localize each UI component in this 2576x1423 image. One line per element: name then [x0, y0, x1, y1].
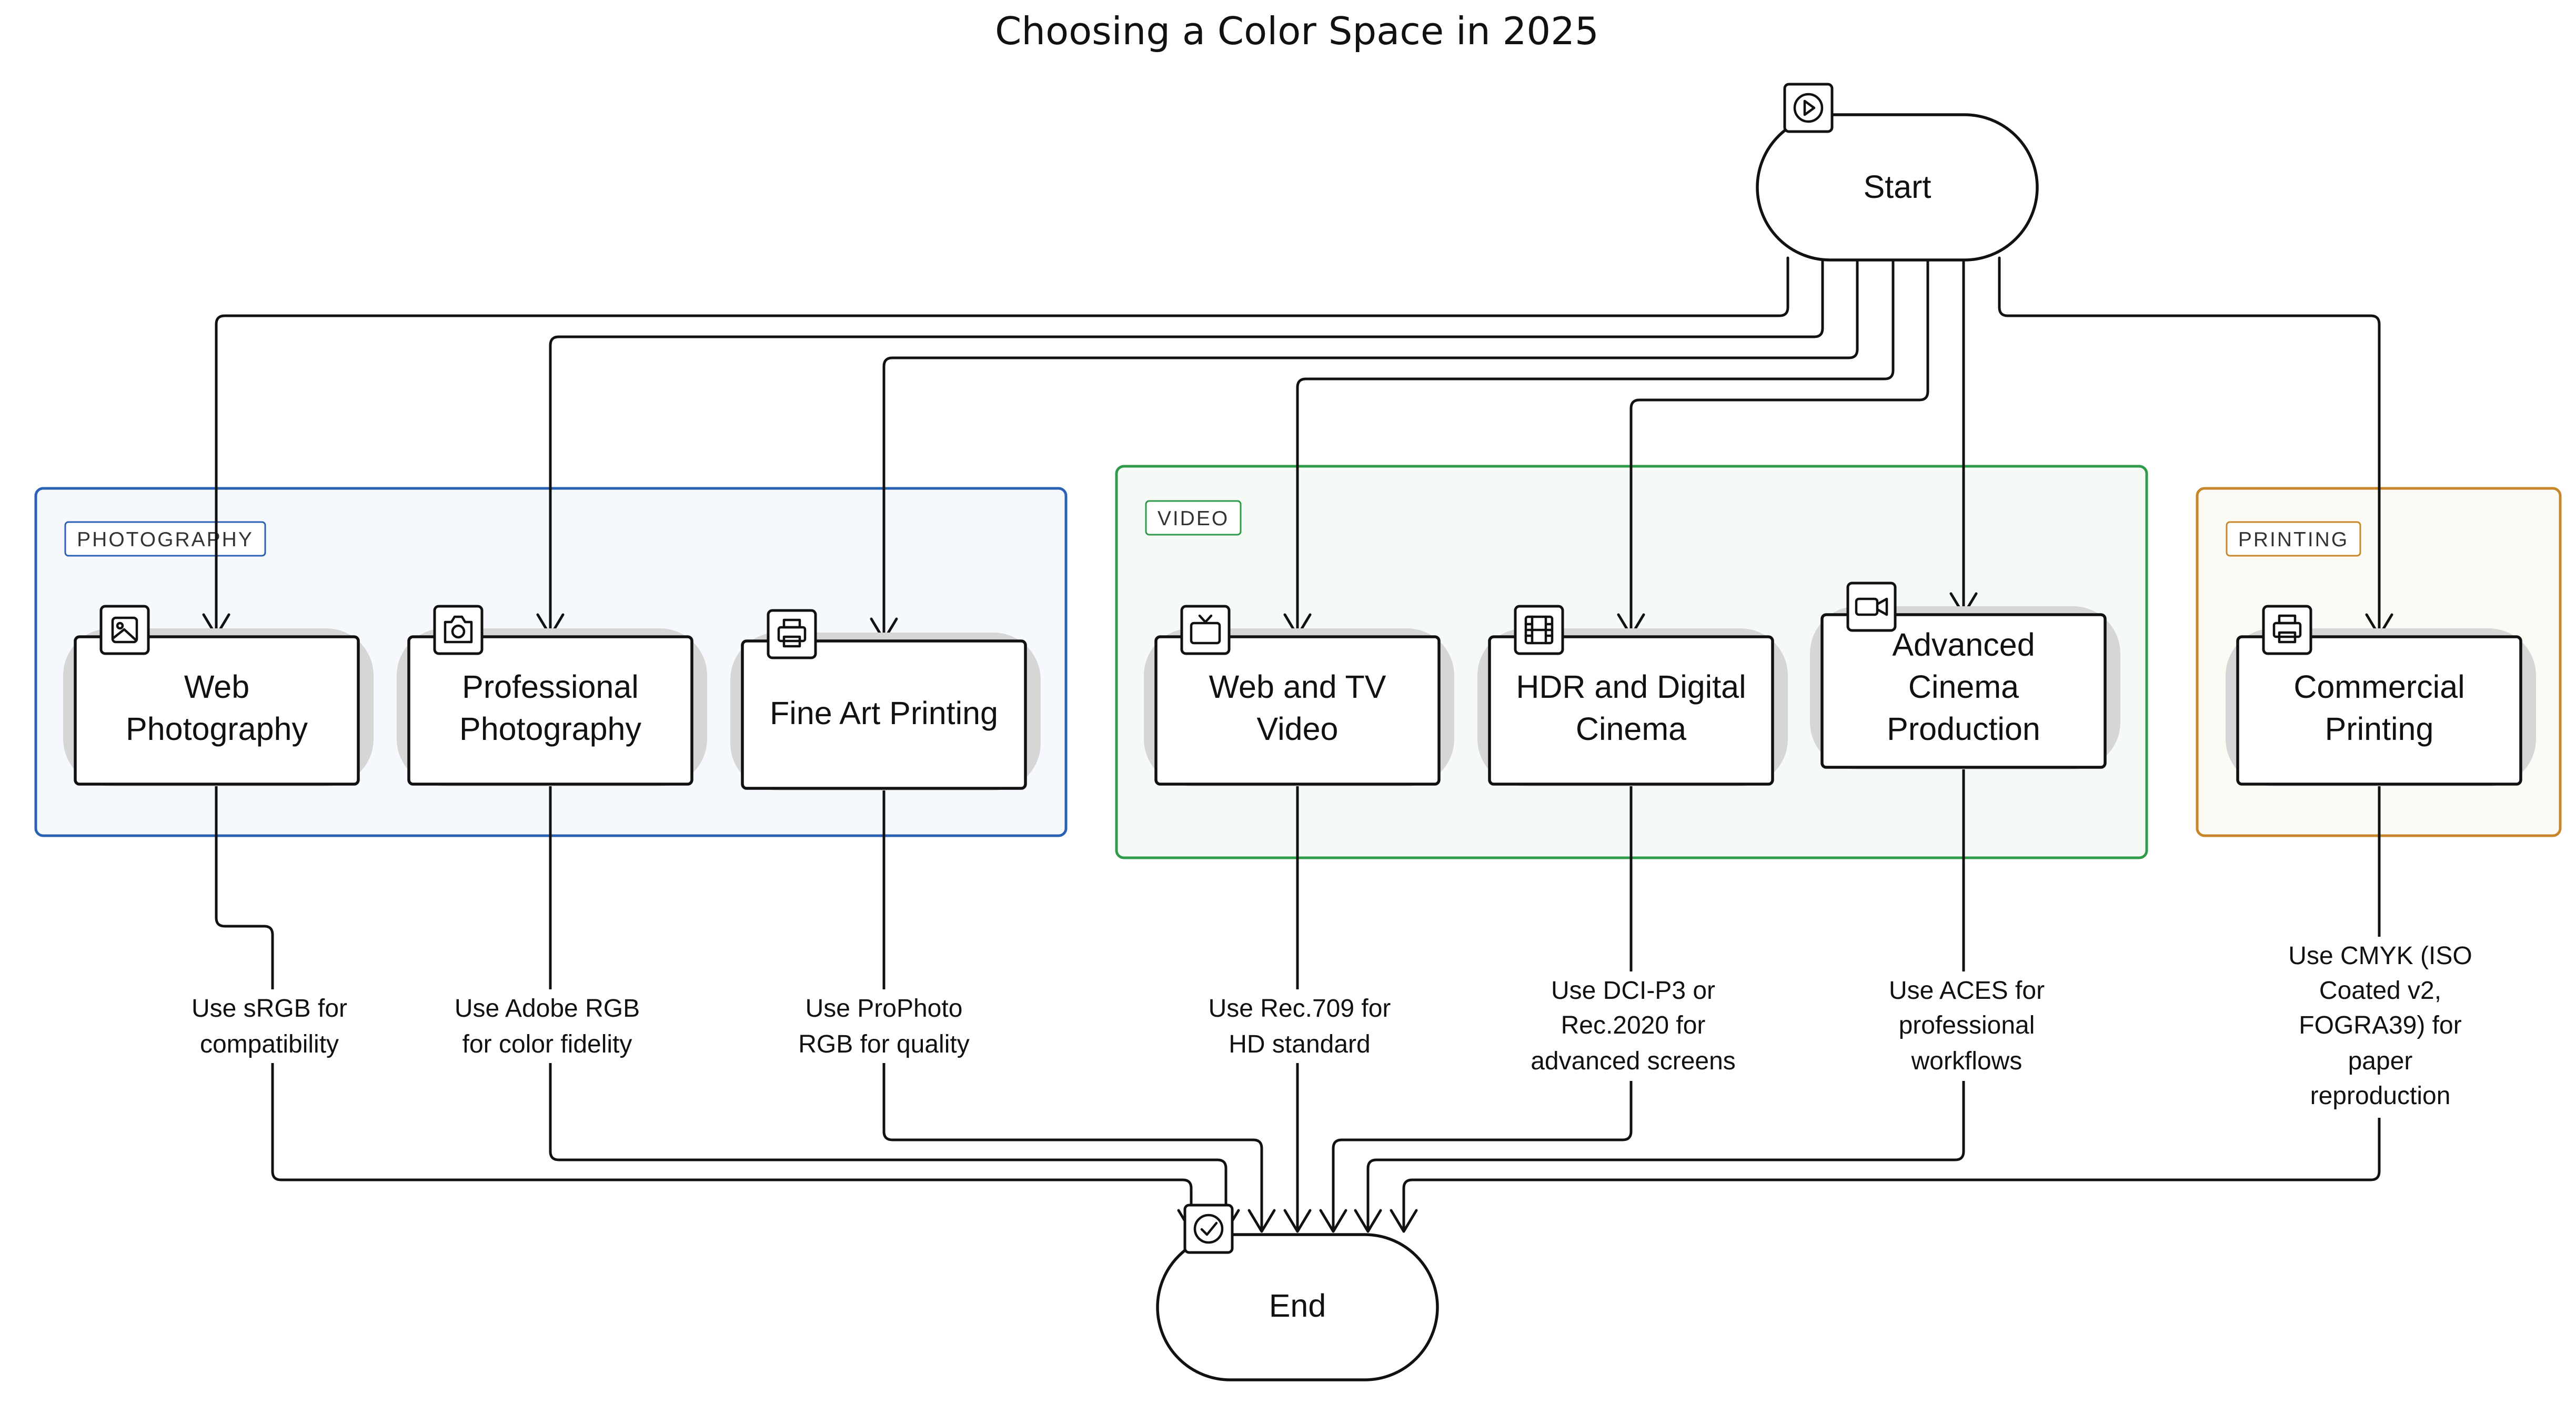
edge-label-line: RGB for quality: [798, 1030, 969, 1058]
tv-icon: [1180, 605, 1231, 655]
node-web-tv-line: Web and TV: [1209, 669, 1386, 705]
edge-label-line: for color fidelity: [462, 1030, 632, 1058]
image-icon: [99, 605, 150, 655]
node-fine-art-line: Fine Art Printing: [770, 695, 998, 731]
node-pro-photography-line: Photography: [459, 711, 641, 747]
edge-label-line: advanced screens: [1531, 1047, 1736, 1075]
group-video-label: VIDEO: [1158, 507, 1229, 530]
arrowhead-end-4: [1283, 1209, 1312, 1233]
edge-label-line: paper: [2348, 1047, 2413, 1075]
video-camera-icon: [1846, 582, 1897, 632]
edge-label-line: Use sRGB for: [192, 995, 347, 1023]
edge-label-commercial: Use CMYK (ISO Coated v2, FOGRA39) for pa…: [2273, 937, 2483, 1118]
edge-label-line: Use DCI-P3 or: [1551, 977, 1715, 1005]
node-web-photography[interactable]: Web Photography: [63, 605, 374, 786]
arrowhead-end-5: [1319, 1209, 1347, 1233]
edge-label-line: HD standard: [1229, 1030, 1370, 1058]
edge-commercial-end: [1402, 781, 2381, 1232]
edge-label-line: reproduction: [2310, 1082, 2451, 1110]
edge-start-hdr: [1629, 256, 1929, 636]
edge-start-web-photography: [215, 256, 1789, 636]
film-icon: [1514, 605, 1564, 655]
node-fine-art-printing[interactable]: Fine Art Printing: [730, 609, 1041, 790]
node-hdr-line: Cinema: [1576, 711, 1686, 747]
arrowhead-end-3: [1247, 1209, 1276, 1233]
edge-label-line: Use Rec.709 for: [1209, 995, 1391, 1023]
arrowhead-end-7: [1390, 1209, 1418, 1233]
node-commercial-line: Commercial: [2293, 669, 2464, 705]
node-web-photography-line: Web: [184, 669, 249, 705]
edge-cinema-end: [1366, 766, 1965, 1232]
group-video-badge: [1145, 500, 1242, 536]
edge-label-line: Use ACES for: [1889, 977, 2045, 1005]
node-cinema-line: Advanced: [1892, 627, 2035, 663]
diagram-title: Choosing a Color Space in 2025: [995, 9, 1599, 53]
edge-label-line: Use CMYK (ISO: [2288, 942, 2472, 970]
edge-pro-photography-end: [549, 781, 1227, 1232]
start-label: Start: [1864, 169, 1931, 205]
edge-label-fine-art: Use ProPhoto RGB for quality: [789, 989, 977, 1063]
edge-label-line: FOGRA39) for: [2299, 1011, 2461, 1039]
edge-label-line: Coated v2,: [2319, 977, 2441, 1005]
node-cinema-line: Production: [1887, 711, 2040, 747]
edge-label-line: Rec.2020 for: [1561, 1011, 1706, 1039]
group-printing-badge: [2226, 521, 2361, 557]
edge-label-web-photography: Use sRGB for compatibility: [179, 989, 366, 1063]
node-hdr-digital-cinema[interactable]: HDR and Digital Cinema: [1477, 605, 1788, 786]
group-printing-label: PRINTING: [2238, 528, 2349, 551]
play-icon: [1783, 83, 1834, 133]
edge-hdr-end: [1332, 781, 1633, 1232]
end-node[interactable]: End: [1156, 1204, 1439, 1381]
edge-label-line: professional: [1899, 1011, 2035, 1039]
edge-label-line: Use Adobe RGB: [455, 995, 640, 1023]
edge-label-hdr: Use DCI-P3 or Rec.2020 for advanced scre…: [1515, 971, 1747, 1081]
edge-label-cinema: Use ACES for professional workflows: [1873, 971, 2062, 1081]
edge-start-fine-art: [882, 256, 1859, 640]
end-label: End: [1269, 1288, 1326, 1324]
node-web-photography-line: Photography: [126, 711, 308, 747]
edge-fine-art-end: [882, 786, 1263, 1232]
printer-icon: [767, 609, 817, 659]
node-pro-photography[interactable]: Professional Photography: [397, 605, 707, 786]
edge-label-pro-photography: Use Adobe RGB for color fidelity: [442, 989, 659, 1063]
edge-start-web-tv: [1296, 256, 1895, 636]
edge-label-line: compatibility: [200, 1030, 339, 1058]
node-commercial-printing[interactable]: Commercial Printing: [2226, 605, 2536, 786]
edge-labels: Use sRGB for compatibility Use Adobe RGB…: [179, 937, 2483, 1118]
node-web-tv-line: Video: [1257, 711, 1339, 747]
node-commercial-line: Printing: [2325, 711, 2434, 747]
printer-icon: [2262, 605, 2312, 655]
node-pro-photography-line: Professional: [462, 669, 639, 705]
edge-label-line: Use ProPhoto: [806, 995, 963, 1023]
node-advanced-cinema[interactable]: Advanced Cinema Production: [1810, 582, 2120, 769]
start-node[interactable]: Start: [1756, 83, 2039, 262]
group-photography-label: PHOTOGRAPHY: [77, 528, 254, 551]
edges-from-start: [202, 256, 2393, 642]
edge-label-line: workflows: [1911, 1047, 2022, 1075]
edge-start-pro-photography: [549, 256, 1824, 636]
arrowhead-end-6: [1354, 1209, 1382, 1233]
node-web-tv-video[interactable]: Web and TV Video: [1144, 605, 1454, 786]
edge-start-commercial: [1998, 256, 2381, 636]
edge-label-web-tv: Use Rec.709 for HD standard: [1198, 989, 1400, 1063]
node-cinema-line: Cinema: [1908, 669, 2019, 705]
node-hdr-line: HDR and Digital: [1516, 669, 1746, 705]
check-icon: [1183, 1204, 1234, 1254]
camera-icon: [433, 605, 484, 655]
